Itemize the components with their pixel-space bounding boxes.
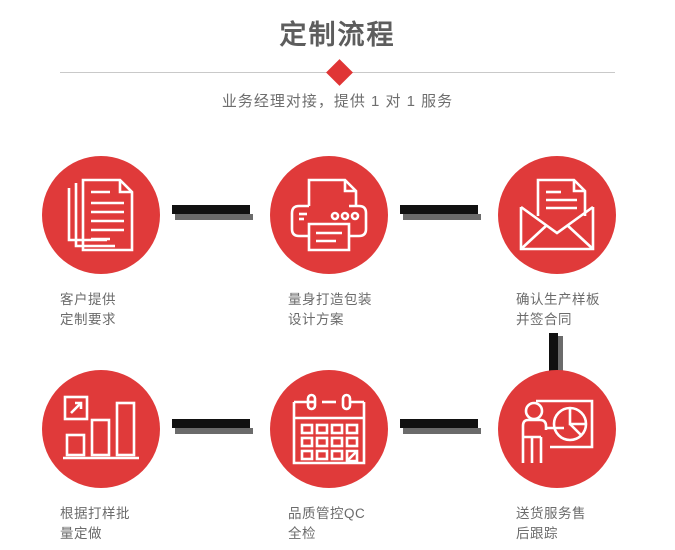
envelope-letter-icon (519, 178, 595, 251)
printer-icon (290, 178, 368, 252)
connector-bar (400, 419, 478, 428)
step-6-label: 送货服务售 后跟踪 (516, 506, 586, 541)
connector-bar (400, 205, 478, 214)
connector-4-5 (172, 419, 253, 434)
step-6[interactable]: 送货服务售 后跟踪 (494, 370, 644, 544)
step-6-circle[interactable] (498, 370, 616, 488)
step-4-circle[interactable] (42, 370, 160, 488)
step-5-circle[interactable] (270, 370, 388, 488)
connector-bar (172, 205, 250, 214)
documents-stack-icon (67, 178, 134, 252)
step-3[interactable]: 确认生产样板 并签合同 (494, 156, 644, 330)
step-4[interactable]: 根据打样批 量定做 (38, 370, 188, 544)
connector-2-3 (400, 205, 481, 220)
presenter-pie-chart-icon (521, 399, 594, 463)
step-1-label: 客户提供 定制要求 (60, 292, 116, 327)
bar-chart-growth-icon (63, 395, 139, 460)
step-5-label: 品质管控QC 全检 (288, 506, 366, 541)
step-2-circle[interactable] (270, 156, 388, 274)
connector-shadow (175, 428, 253, 434)
page-title: 定制流程 (279, 20, 396, 50)
connector-shadow (558, 336, 563, 374)
step-4-label: 根据打样批 量定做 (60, 506, 130, 541)
connector-shadow (175, 214, 253, 220)
step-1-circle[interactable] (42, 156, 160, 274)
connector-5-6 (400, 419, 481, 434)
connector-3-6 (549, 333, 564, 374)
calendar-check-icon (292, 393, 366, 465)
connector-bar (172, 419, 250, 428)
page-subtitle: 业务经理对接，提供 1 对 1 服务 (221, 93, 454, 110)
step-2-label: 量身打造包装 设计方案 (288, 292, 372, 327)
connector-1-2 (172, 205, 253, 220)
step-3-circle[interactable] (498, 156, 616, 274)
step-1[interactable]: 客户提供 定制要求 (38, 156, 188, 330)
connector-shadow (403, 428, 481, 434)
step-5[interactable]: 品质管控QC 全检 (266, 370, 416, 544)
step-3-label: 确认生产样板 并签合同 (516, 292, 600, 327)
connector-bar (549, 333, 558, 371)
connector-shadow (403, 214, 481, 220)
step-2[interactable]: 量身打造包装 设计方案 (266, 156, 416, 330)
diamond-marker-icon (326, 59, 353, 86)
title-divider (60, 59, 615, 86)
